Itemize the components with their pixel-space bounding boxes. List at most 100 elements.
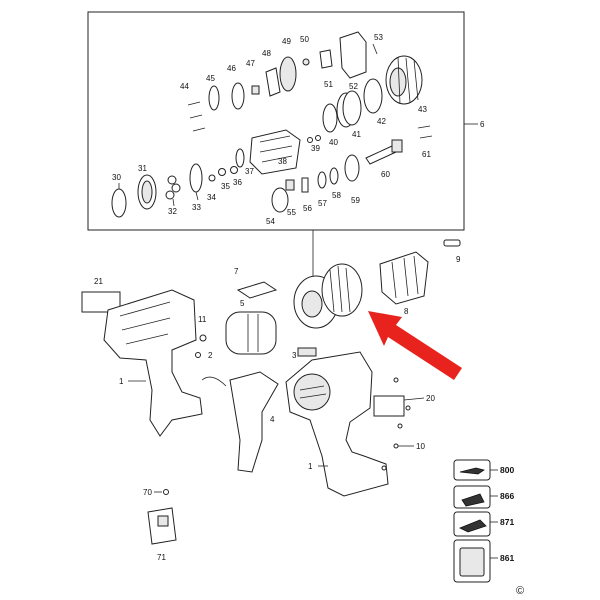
leader-33 [195,191,199,201]
switch-4 [229,371,279,473]
spring-39b [315,135,321,141]
gearbox-front [301,290,323,318]
screw-70 [163,489,169,495]
part-label-5: 5 [240,299,245,308]
ring-58 [329,167,339,185]
part-label-37: 37 [245,167,254,176]
part-label-60: 60 [381,170,390,179]
leader-32 [172,198,175,207]
ring-37 [235,148,245,168]
part-label-40: 40 [329,138,338,147]
part-55 [285,179,295,191]
part-label-2: 2 [208,351,213,360]
copyright-symbol: © [516,585,524,597]
part-label-48: 48 [262,49,271,58]
leader-20 [403,397,425,401]
part-label-54: 54 [266,217,275,226]
housing-right-1 [285,351,389,497]
gearbox-clutch-ribs [329,265,351,313]
part-51 [319,49,333,69]
pin-34 [208,174,216,182]
ring-59 [344,154,360,182]
screw-61b [419,135,433,139]
screw-44c [192,127,206,132]
part-label-61: 61 [422,150,431,159]
part-label-3: 3 [292,351,297,360]
part-label-35: 35 [221,182,230,191]
screw-10a [393,377,399,383]
clutch-sleeve-43-ribs [397,56,419,105]
part-56 [301,177,309,193]
carrier-33 [189,163,203,193]
part-label-871: 871 [500,517,514,527]
part-label-51: 51 [324,80,333,89]
part-label-36: 36 [233,178,242,187]
part-label-53: 53 [374,33,383,42]
screw-9 [443,239,461,247]
screw-10b [405,405,411,411]
clutch-sleeve-43-inner [389,67,407,97]
motor-5 [225,311,277,355]
label-21 [81,291,121,313]
part-label-70: 70 [143,488,152,497]
planet-gear-47 [251,85,260,95]
part-label-30: 30 [112,173,121,182]
part-label-20: 20 [426,394,435,403]
part-label-38: 38 [278,157,287,166]
part-label-71: 71 [157,553,166,562]
housing-52 [339,31,367,79]
part-label-6: 6 [480,120,485,129]
gearbox-detail-frame [87,11,465,231]
gear-35 [218,168,226,176]
part-label-1-left: 1 [119,377,124,386]
part-label-31: 31 [138,164,147,173]
part-label-47: 47 [246,59,255,68]
part-label-52: 52 [349,82,358,91]
part-label-7: 7 [234,267,239,276]
part-label-45: 45 [206,74,215,83]
part-label-57: 57 [318,199,327,208]
ring-41b [342,90,362,126]
screw-10d [393,443,399,449]
ring-46 [231,82,245,110]
ring-gear-31-inner [141,180,153,204]
gear-50 [302,58,310,66]
part-label-9: 9 [456,255,461,264]
screw-44b [189,114,203,119]
part-label-42: 42 [377,117,386,126]
part-label-58: 58 [332,191,341,200]
screw-61a [417,125,431,129]
motor-5-lines [247,314,259,352]
washer-45 [208,85,220,111]
screw-44a [187,101,201,106]
housing-right-1-vent [293,373,331,411]
part-label-8: 8 [404,307,409,316]
spring-39a [307,137,313,143]
part-label-56: 56 [303,204,312,213]
gear-housing-38-ribs [259,135,293,163]
part-label-43: 43 [418,105,427,114]
collar-42 [363,78,383,114]
screw-10e [381,465,387,471]
part-label-49: 49 [282,37,291,46]
part-label-34: 34 [207,193,216,202]
part-label-866: 866 [500,491,514,501]
part-label-32: 32 [168,207,177,216]
switch-4-wire [201,376,227,387]
screw-10c [397,423,403,429]
gear-36 [230,166,238,174]
part-label-59: 59 [351,196,360,205]
part-label-55: 55 [287,208,296,217]
belt-clip-71-slot [157,515,169,527]
part-label-50: 50 [300,35,309,44]
housing-left-1-ribs [119,301,171,345]
part-label-10: 10 [416,442,425,451]
part-label-1-right: 1 [308,462,313,471]
screw-11 [199,334,207,342]
carry-case-861 [459,547,485,577]
planet-gear-32a [167,175,177,185]
carrier-48 [265,67,281,97]
label-20 [373,395,405,417]
spindle-60-head [391,139,403,153]
